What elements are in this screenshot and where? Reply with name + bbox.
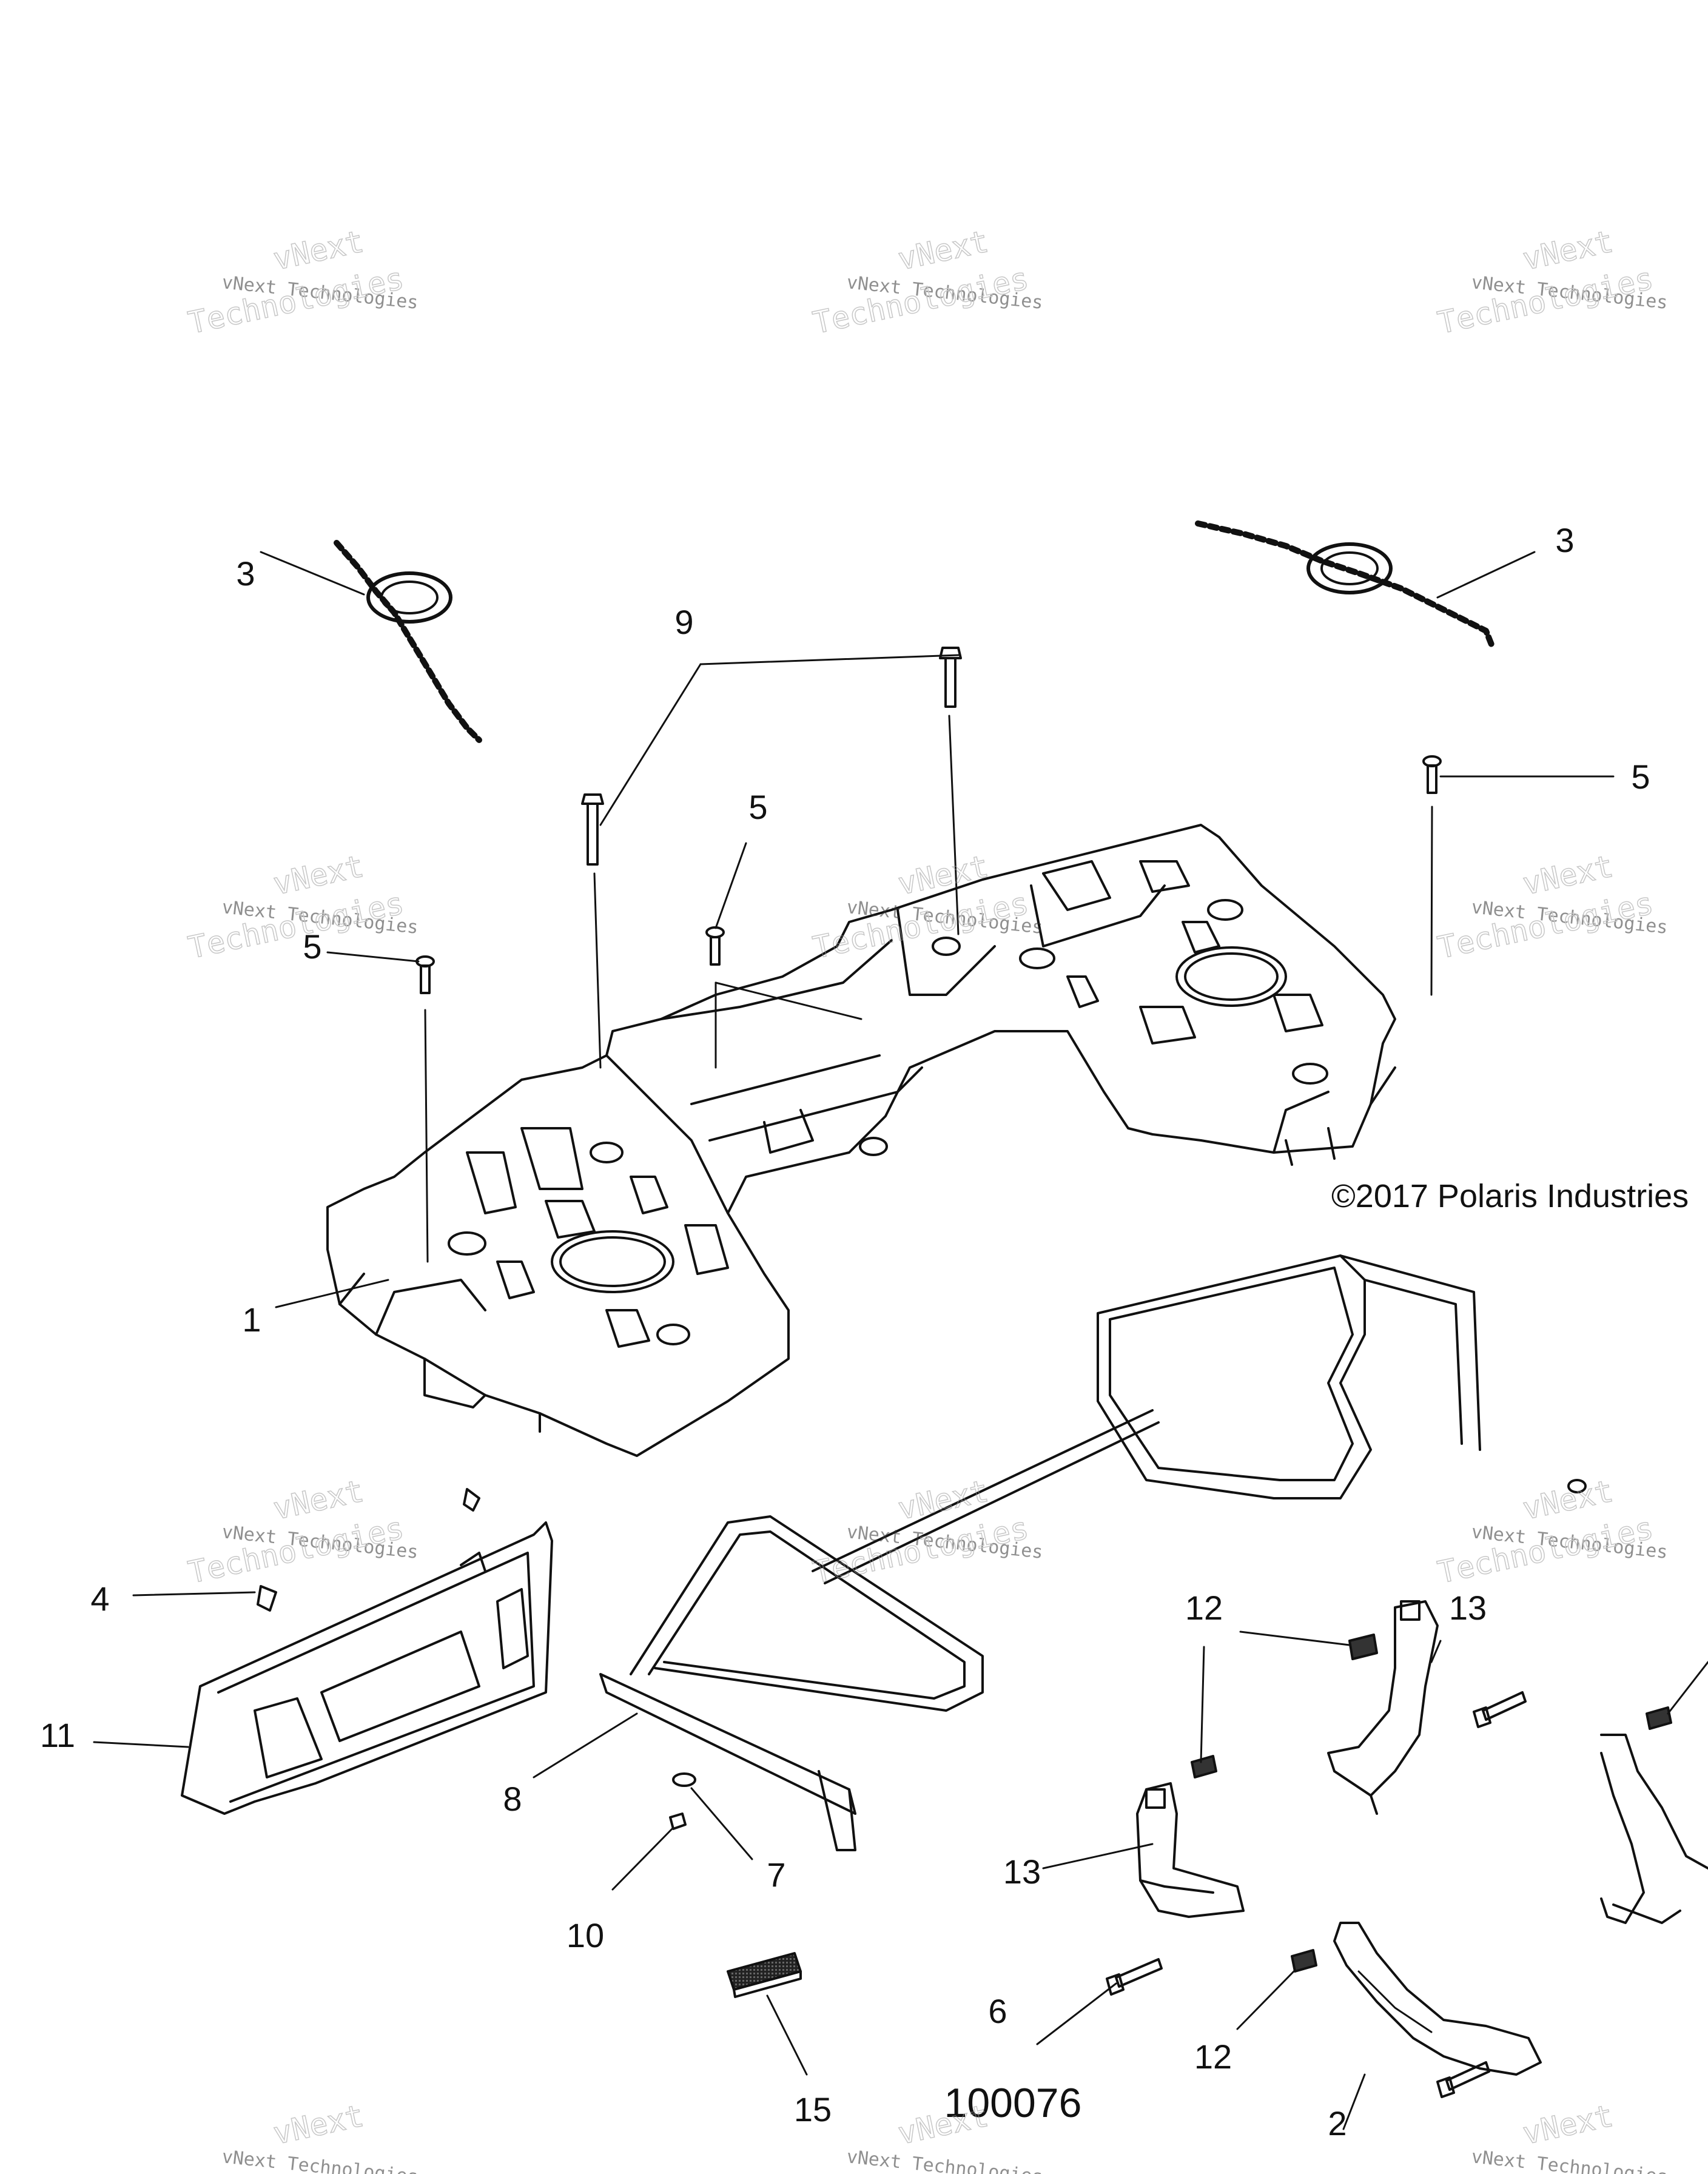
washer-7 [672, 1772, 696, 1787]
bolt-9-left [581, 793, 604, 866]
cable-tie-left [334, 540, 482, 743]
bolt-9-right [939, 647, 962, 708]
copyright-text: ©2017 Polaris Industries [1331, 1178, 1689, 1214]
clip-right-edge [1646, 1706, 1672, 1730]
watermark-big-1: vNext [895, 2098, 991, 2152]
watermark-small: vNext Technologies [221, 2146, 419, 2174]
watermark-big-1: vNext [1519, 1473, 1616, 1527]
watermark-big-1: vNext [270, 1473, 366, 1527]
screw-5-right [1422, 755, 1442, 794]
callout-2: 2 [1328, 2104, 1347, 2142]
watermark-big-1: vNext [1519, 2098, 1616, 2152]
watermark: vNext Technologies vNext Technologies [185, 1473, 419, 1591]
callout-12-upper: 12 [1185, 1589, 1223, 1627]
bolt-near-13 [1473, 1691, 1527, 1728]
callout-1: 1 [242, 1301, 261, 1339]
clip-12-lower [1191, 1755, 1217, 1779]
bracket-13-upper [1327, 1600, 1439, 1815]
callouts: 1 2 3 3 4 5 5 5 6 7 8 9 10 11 12 12 13 1… [40, 521, 1650, 2142]
callout-8: 8 [503, 1780, 522, 1818]
leader-lines [93, 551, 1708, 2130]
callout-3-left: 3 [236, 554, 255, 593]
bolt-bottom [1436, 2061, 1490, 2098]
bolt-near-right-frame [1567, 1479, 1587, 1493]
callout-5-right: 5 [1631, 758, 1650, 796]
watermark: vNext Technologies vNext Technologies [810, 1473, 1044, 1591]
nut-10 [669, 1812, 687, 1830]
watermark: vNext Technologies vNext Technologies [185, 848, 419, 966]
watermark-big-1: vNext [270, 2098, 366, 2152]
watermark-big-1: vNext [895, 224, 991, 277]
callout-10: 10 [567, 1916, 604, 1954]
watermark: vNext Technologies vNext Technologies [810, 223, 1044, 342]
watermark: vNext Technologies vNext Technologies [1434, 1473, 1669, 1591]
callout-4: 4 [90, 1580, 109, 1618]
clip-12-upper [1348, 1634, 1378, 1660]
watermark-small: vNext Technologies [846, 2146, 1044, 2174]
watermark: vNext Technologies vNext [1470, 2098, 1669, 2174]
rear-rack-part [326, 824, 1396, 1457]
figure-number: 100076 [944, 2080, 1082, 2126]
callout-5-left: 5 [303, 927, 321, 966]
callout-9: 9 [674, 603, 693, 641]
clip-4-upper [463, 1488, 480, 1512]
callout-13-lower: 13 [1003, 1853, 1041, 1891]
watermark-big-1: vNext [1519, 224, 1616, 277]
watermark: vNext Technologies vNext Technologies [1434, 223, 1669, 342]
frame-bracket-part [599, 1254, 1481, 1851]
bracket-13-lower [1136, 1782, 1245, 1918]
watermark: vNext Technologies vNext Technologies [185, 223, 419, 342]
cable-tie-right [1195, 520, 1495, 649]
callout-3-right: 3 [1555, 521, 1574, 559]
callout-6: 6 [988, 1992, 1007, 2030]
clip-4-lower [257, 1585, 277, 1612]
callout-11: 11 [40, 1716, 75, 1754]
screw-5-left [415, 955, 435, 994]
watermark: vNext Technologies vNext Technologies [1434, 848, 1669, 966]
callout-12-lower: 12 [1194, 2038, 1232, 2076]
pad-15 [727, 1952, 802, 1998]
watermark-big-1: vNext [1519, 849, 1616, 902]
watermark-big-1: vNext [895, 1473, 991, 1527]
watermark: vNext Technologies vNext Technologies [810, 848, 1044, 966]
watermark: vNext Technologies vNext [221, 2098, 419, 2174]
callout-15: 15 [794, 2090, 832, 2129]
clip-12-bottom [1291, 1949, 1317, 1973]
callout-13-upper: 13 [1449, 1589, 1487, 1627]
callout-5-middle: 5 [748, 788, 767, 826]
watermark-small: vNext Technologies [1470, 2146, 1669, 2174]
watermark-big-1: vNext [270, 849, 366, 902]
side-panel-part [181, 1521, 553, 1815]
screw-5-middle [705, 926, 725, 966]
bracket-right-edge [1600, 1734, 1708, 1924]
callout-7: 7 [767, 1856, 785, 1894]
bolt-6 [1106, 1958, 1163, 1996]
watermark-big-1: vNext [270, 224, 366, 277]
bracket-2 [1333, 1922, 1542, 2076]
